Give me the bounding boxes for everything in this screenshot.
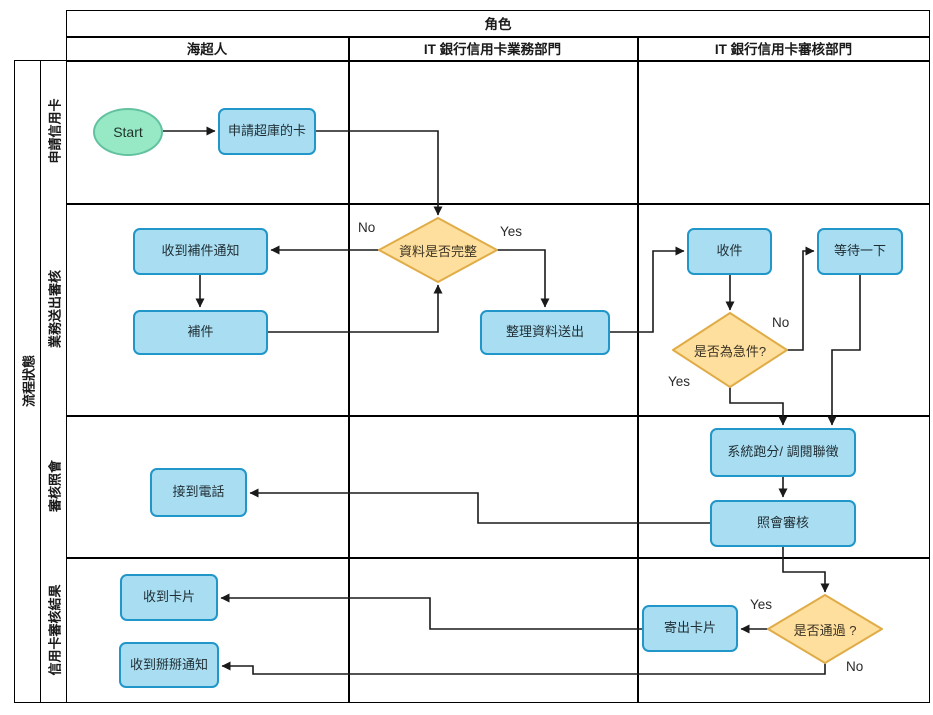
node-get-call[interactable]: 接到電話 [150, 468, 247, 517]
edge-label-no-data-complete: No [358, 220, 376, 235]
row-label-contact: 審核照會 [47, 459, 63, 513]
grid-line [348, 36, 350, 703]
left-label-process-state: 流程狀態 [21, 354, 37, 408]
grid-line [66, 60, 930, 62]
grid-line [40, 557, 930, 559]
grid-line [66, 36, 930, 38]
node-supplement[interactable]: 補件 [133, 310, 268, 355]
edge-label-yes-data-complete: Yes [500, 224, 523, 239]
node-apply-card[interactable]: 申請超庫的卡 [218, 108, 316, 155]
column-header-business-dept: IT 銀行信用卡業務部門 [423, 42, 562, 57]
node-organize-send[interactable]: 整理資料送出 [480, 310, 610, 355]
node-send-card[interactable]: 寄出卡片 [642, 605, 738, 652]
row-label-lane [40, 60, 67, 703]
edge-label-no-is-urgent: No [772, 315, 790, 330]
node-get-card[interactable]: 收到卡片 [120, 574, 218, 621]
row-label-result: 信用卡審核結果 [47, 584, 63, 676]
row-label-apply: 申請信用卡 [47, 98, 63, 164]
row-label-business-review: 業務送出審核 [47, 269, 63, 349]
node-receive-doc[interactable]: 收件 [687, 228, 772, 275]
node-notice-supplement[interactable]: 收到補件通知 [133, 228, 268, 275]
header-role: 角色 [484, 17, 512, 32]
node-get-bye[interactable]: 收到掰掰通知 [119, 642, 219, 688]
node-start[interactable]: Start [93, 108, 163, 156]
edge-label-no-is-passed: No [846, 659, 864, 674]
node-contact-review[interactable]: 照會審核 [710, 500, 856, 547]
process-state-lane [14, 60, 41, 703]
node-system-score[interactable]: 系統跑分/ 調閱聯徵 [710, 428, 856, 477]
column-header-actor: 海超人 [186, 42, 228, 57]
node-wait-a-bit[interactable]: 等待一下 [817, 228, 903, 275]
edge-label-yes-is-urgent: Yes [668, 374, 691, 389]
column-header-review-dept: IT 銀行信用卡審核部門 [714, 42, 853, 57]
grid-line [637, 36, 639, 703]
grid-line [40, 415, 930, 417]
edge-label-yes-is-passed: Yes [750, 597, 773, 612]
grid-line [40, 203, 930, 205]
